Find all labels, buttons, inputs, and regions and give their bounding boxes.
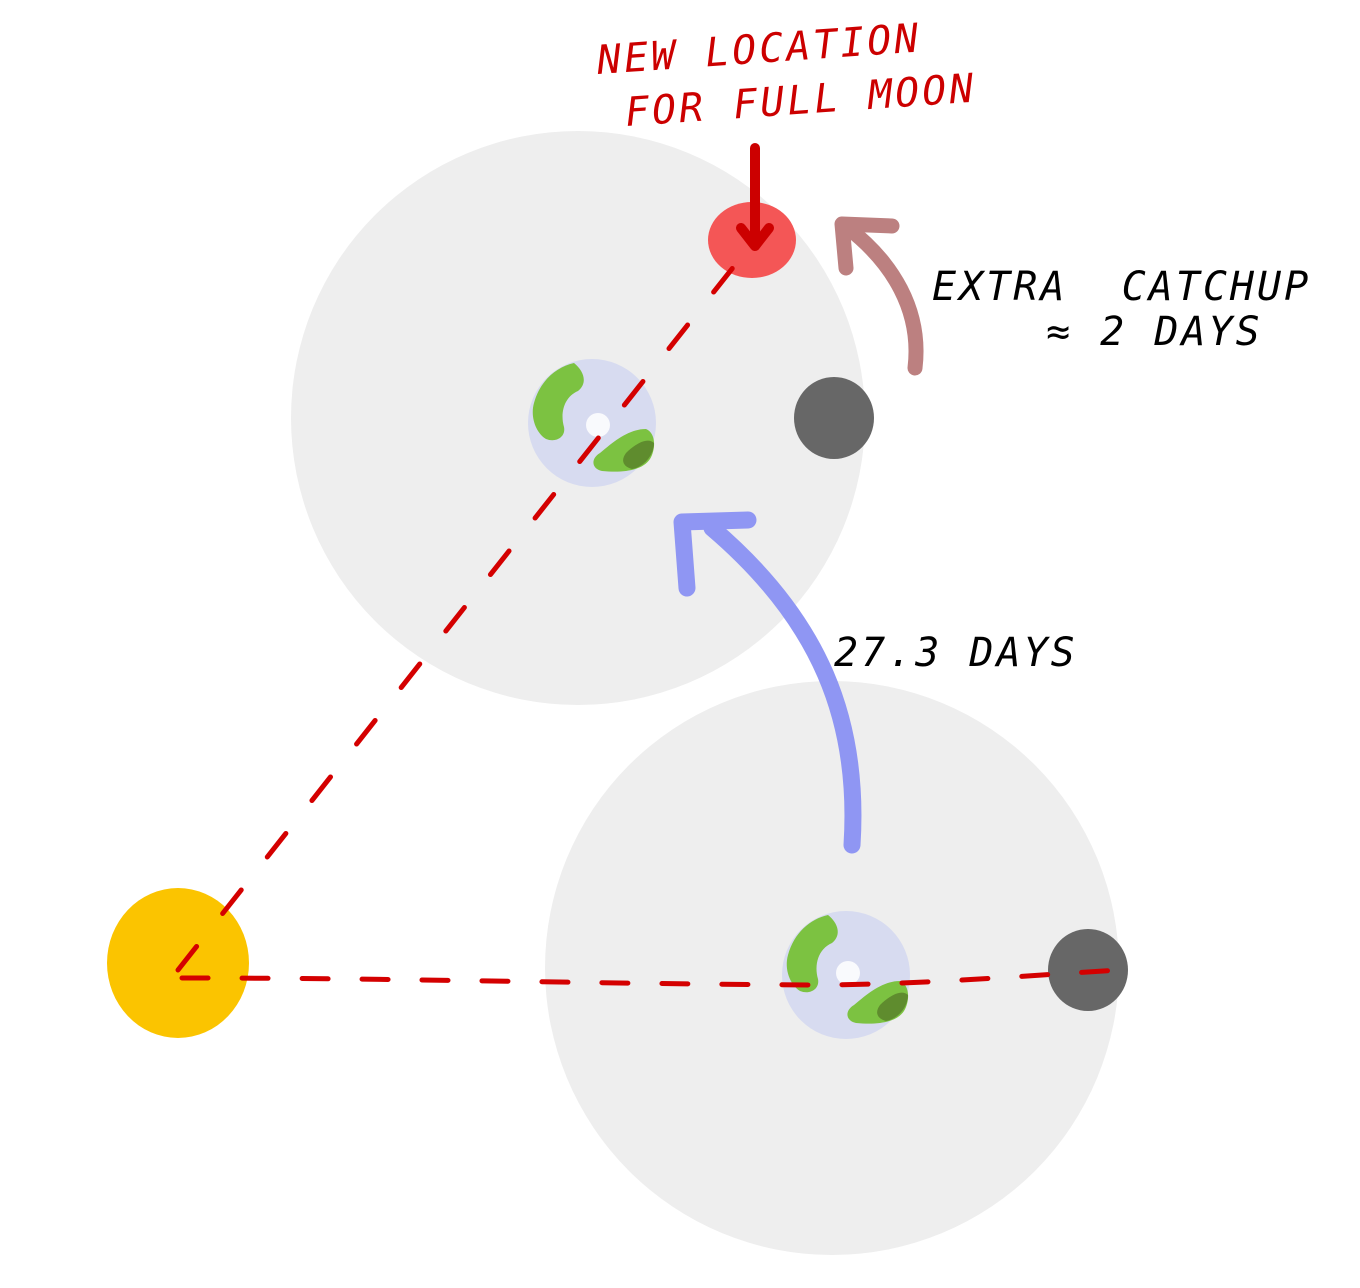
earth-icon (782, 911, 910, 1039)
alignment-line-sun-earth-moon (179, 967, 1123, 988)
extra-catchup-label-line2: ≈ 2 DAYS (1046, 309, 1263, 355)
extra-catchup-label-line1: EXTRA CATCHUP (932, 264, 1311, 310)
earth-icon (528, 359, 656, 487)
sun-icon (107, 888, 249, 1038)
orbit-period-label: 27.3 DAYS (834, 630, 1078, 676)
catchup-arrow (834, 216, 924, 376)
down-arrow-icon (736, 143, 774, 251)
alignment-line-sun-to-new-full-moon (175, 262, 738, 973)
moon-icon (794, 377, 874, 459)
earth-orbit-arrow (673, 511, 862, 854)
